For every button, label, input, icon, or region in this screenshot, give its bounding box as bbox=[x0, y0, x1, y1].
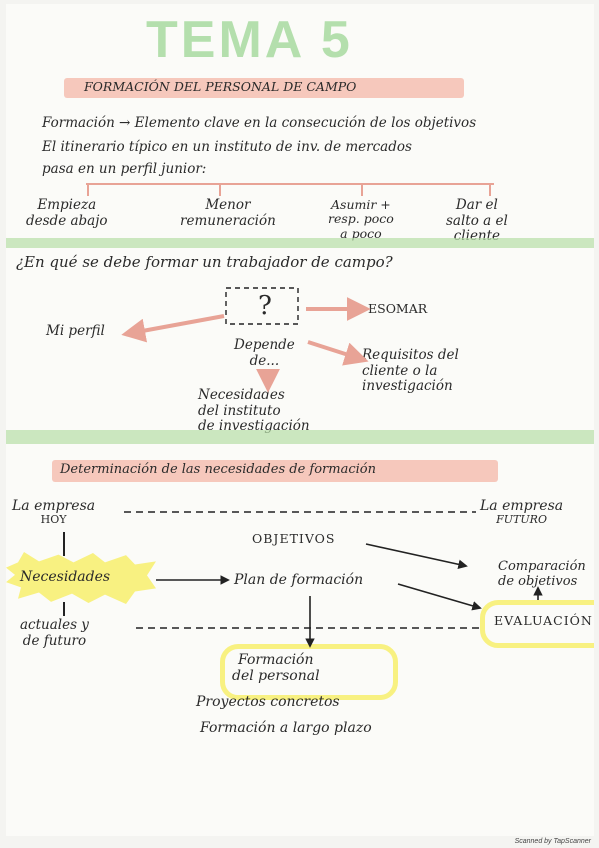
diagram-lines bbox=[63, 183, 543, 648]
scanner-caption: Scanned by TapScanner bbox=[514, 838, 591, 845]
objetivos-label: OBJETIVOS bbox=[252, 531, 336, 546]
mi-perfil-label: Mi perfil bbox=[46, 323, 105, 339]
evaluacion-highlight bbox=[480, 600, 594, 648]
proyectos-label: Proyectos concretos bbox=[196, 694, 340, 710]
itinerario-line: El itinerario típico en un instituto de … bbox=[42, 139, 412, 155]
evaluacion-label: EVALUACIÓN bbox=[494, 613, 593, 628]
heading-highlight bbox=[64, 78, 464, 98]
formacion-line: Formación → Elemento clave en la consecu… bbox=[42, 115, 477, 131]
necesidades-label: Necesidades bbox=[20, 569, 111, 585]
divider-highlight bbox=[6, 238, 594, 248]
divider-highlight-2 bbox=[6, 430, 594, 444]
page-title: TEMA 5 bbox=[146, 11, 353, 69]
largo-plazo-label: Formación a largo plazo bbox=[200, 720, 372, 736]
esomar-label: ESOMAR bbox=[368, 301, 428, 316]
section3-heading: Determinación de las necesidades de form… bbox=[60, 462, 376, 477]
center-question-mark: ? bbox=[258, 291, 272, 321]
perfil-junior-line: pasa en un perfil junior: bbox=[42, 161, 207, 177]
formation-question: ¿En qué se debe formar un trabajador de … bbox=[16, 253, 393, 271]
plan-formacion-label: Plan de formación bbox=[234, 572, 364, 588]
notebook-page: TEMA 5 FORMACIÓN DEL PERSONAL DE CAMPO F… bbox=[6, 4, 594, 836]
heading-highlight-2 bbox=[52, 460, 498, 482]
section1-heading: FORMACIÓN DEL PERSONAL DE CAMPO bbox=[84, 79, 357, 94]
